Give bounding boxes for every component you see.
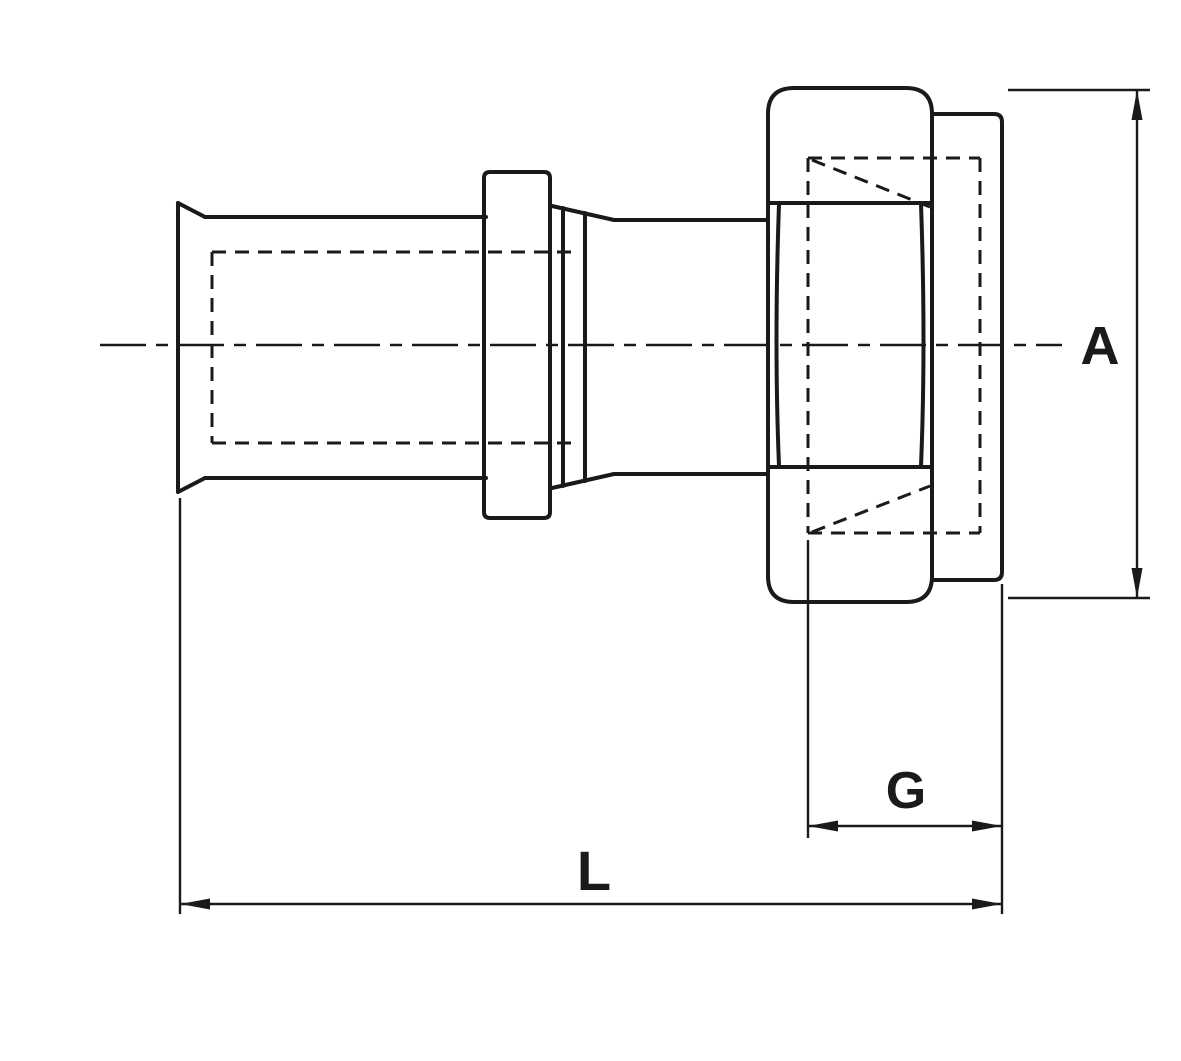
adapter-outline <box>930 112 1004 582</box>
dimension-label-l: L <box>577 839 611 902</box>
dimension-label-a: A <box>1081 316 1120 376</box>
dim-a-arrow-top <box>1131 90 1143 120</box>
dim-g-arrow-right <box>972 820 1002 832</box>
nut-chamfer-diagonal-top <box>811 158 931 209</box>
fitting-outline <box>176 86 1004 604</box>
dim-l-arrow-left <box>180 898 210 910</box>
dim-a-arrow-bottom <box>1131 568 1143 598</box>
dim-g-arrow-left <box>808 820 838 832</box>
socket-bottom-flare <box>176 476 207 494</box>
nut-chamfer-curve-left <box>774 202 781 468</box>
dim-l-arrow-right <box>972 898 1002 910</box>
hidden-detail-lines <box>210 156 982 535</box>
collar-outline <box>482 170 552 520</box>
nut-chamfer-curve-right <box>919 202 926 468</box>
nut-outline <box>766 86 934 604</box>
nut-chamfer-diagonal-bottom <box>811 484 931 534</box>
dimension-label-g: G <box>886 762 926 820</box>
socket-top-flare <box>176 201 207 219</box>
dimension-lines <box>178 88 1150 914</box>
